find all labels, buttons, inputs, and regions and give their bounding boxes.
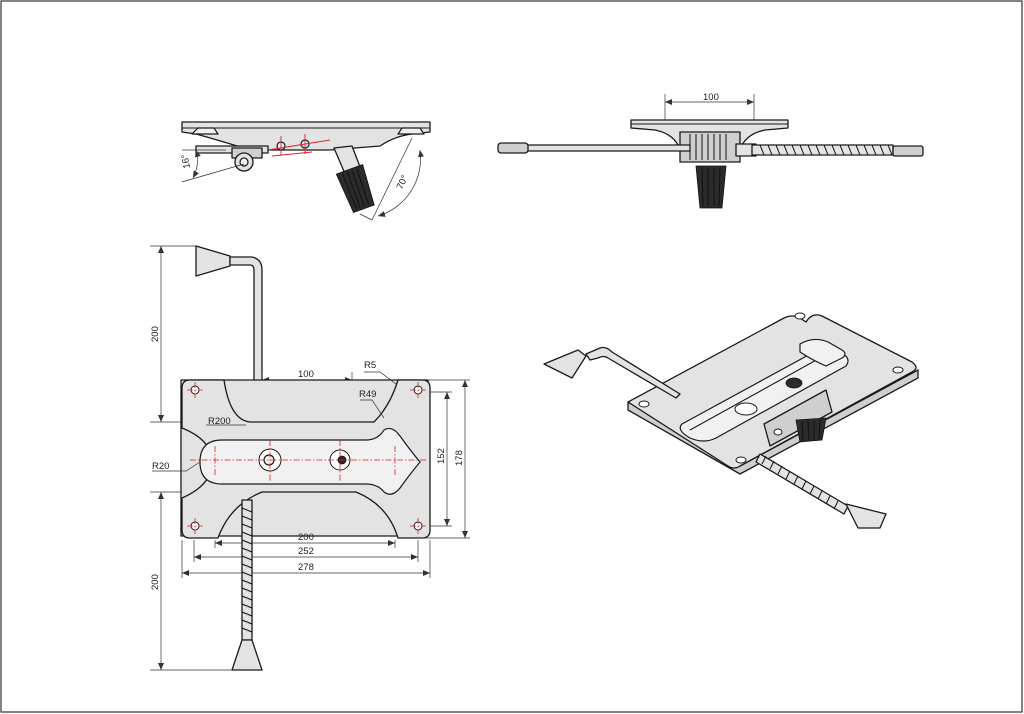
side-view: 16° 70° [180, 121, 431, 221]
rear-view: 100 [497, 92, 924, 209]
plan-dim-height-inner: 152 [436, 448, 447, 464]
side-angle-knob: 70° [395, 173, 411, 191]
plan-dim-slot-center: 100 [298, 369, 314, 380]
plan-dim-lever-top: 200 [150, 326, 161, 342]
side-angle-tilt: 16° [180, 153, 193, 169]
plan-dim-height-outer: 178 [454, 450, 465, 466]
plan-radius-r49: R49 [359, 389, 376, 400]
plan-dim-width-278: 278 [298, 562, 314, 573]
plan-dim-lever-bottom: 200 [150, 574, 161, 590]
plan-dim-width-200: 200 [298, 532, 314, 543]
plan-radius-r5: R5 [364, 360, 376, 371]
rear-dim-top: 100 [703, 92, 719, 103]
plan-dim-width-252: 252 [298, 546, 314, 557]
plan-view: 200 100 R5 R49 R200 R [150, 245, 470, 671]
iso-view [543, 312, 919, 529]
plan-radius-r200: R200 [208, 416, 231, 427]
plan-radius-r20: R20 [152, 461, 169, 472]
